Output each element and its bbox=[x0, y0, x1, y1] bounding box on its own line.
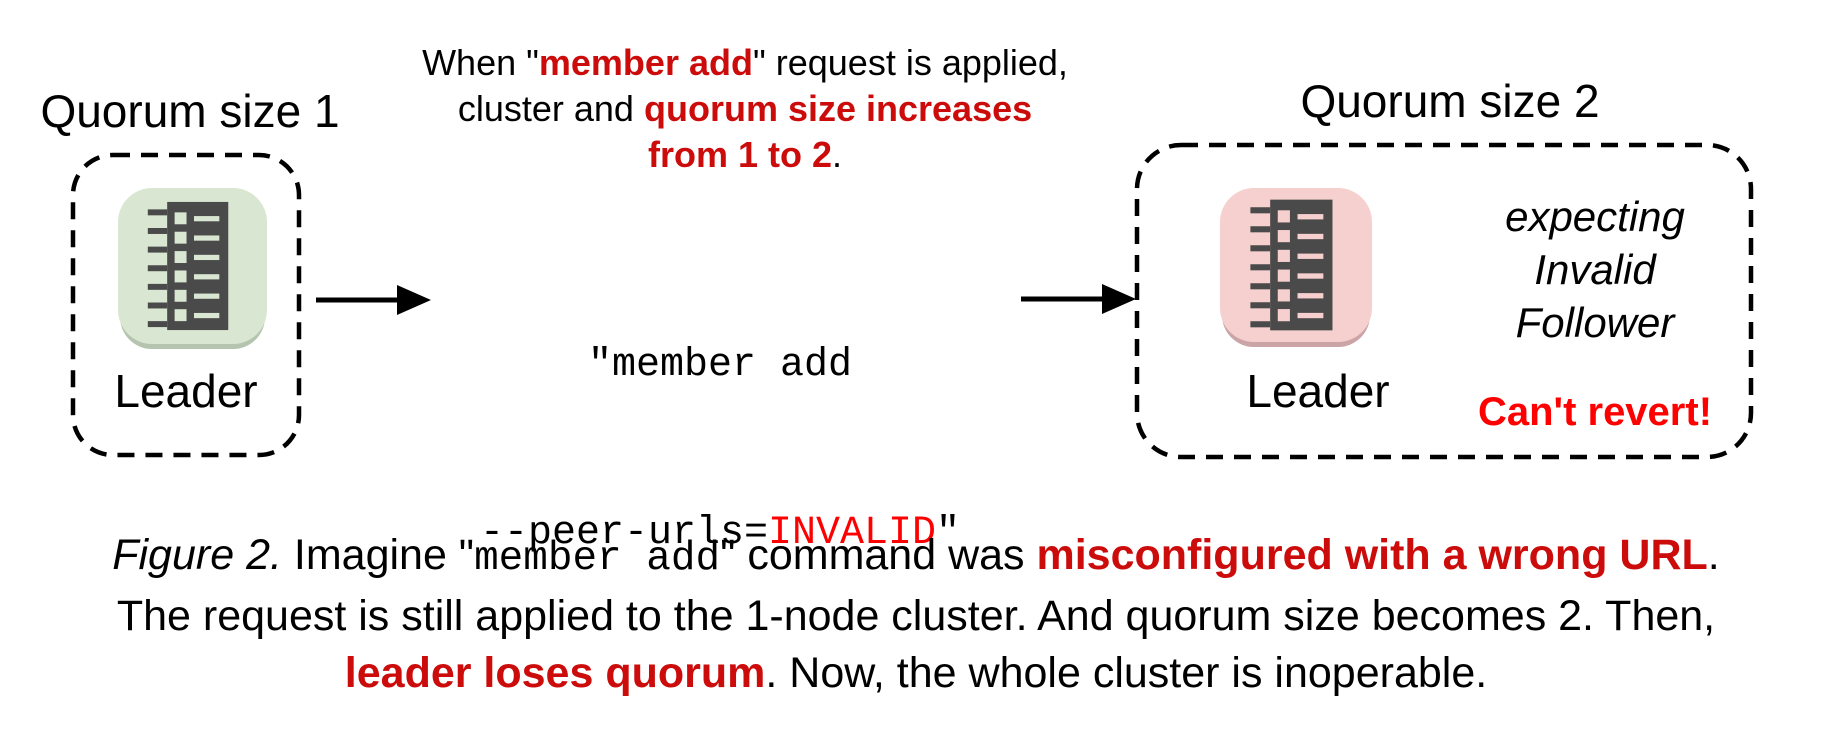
annotation-text: " request is applied, bbox=[752, 42, 1068, 83]
annotation-highlight: from 1 to 2 bbox=[647, 134, 832, 175]
right-leader-label: Leader bbox=[1246, 365, 1390, 417]
command-invalid-value: INVALID bbox=[768, 511, 937, 556]
server-icon bbox=[147, 201, 229, 331]
annotation-highlight: quorum size increases bbox=[643, 88, 1033, 129]
command-text: " bbox=[936, 511, 961, 556]
caption-line-3: leader loses quorum. Now, the whole clus… bbox=[0, 645, 1832, 702]
caption-line-2: The request is still applied to the 1-no… bbox=[0, 588, 1832, 645]
expecting-follower-note: expecting Invalid Follower bbox=[1440, 190, 1750, 349]
left-leader-label: Leader bbox=[114, 365, 258, 417]
note-line-3: Follower bbox=[1515, 299, 1675, 346]
left-cluster-dashed-box bbox=[70, 152, 302, 458]
annotation-text: cluster and bbox=[457, 88, 644, 129]
command-flag: --peer-urls= bbox=[479, 511, 768, 556]
annotation-text: When " bbox=[422, 42, 539, 83]
caption-highlight: leader loses quorum bbox=[344, 649, 766, 697]
annotation-line-1: When "member add" request is applied, bbox=[420, 40, 1070, 86]
server-icon bbox=[1250, 199, 1333, 331]
caption-text: . bbox=[1707, 531, 1720, 579]
note-line-1: expecting bbox=[1505, 193, 1685, 240]
command-line-2: --peer-urls=INVALID" bbox=[400, 506, 1040, 562]
command-text: "member add bbox=[587, 343, 853, 388]
figure-caption: Figure 2. Imagine "member add" command w… bbox=[0, 527, 1832, 702]
cant-revert-warning: Can't revert! bbox=[1477, 390, 1713, 434]
annotation-highlight: member add bbox=[538, 42, 753, 83]
leader-node-pink bbox=[1220, 188, 1372, 342]
right-arrow-icon bbox=[1021, 284, 1136, 314]
caption-line-1: Figure 2. Imagine "member add" command w… bbox=[0, 527, 1832, 588]
annotation-line-3: from 1 to 2. bbox=[420, 132, 1070, 178]
caption-text: . Now, the whole cluster is inoperable. bbox=[765, 649, 1488, 697]
caption-text: The request is still applied to the 1-no… bbox=[116, 592, 1716, 640]
caption-code: member add bbox=[474, 536, 721, 582]
caption-highlight: misconfigured with a wrong URL bbox=[1036, 531, 1708, 579]
caption-text: Imagine " bbox=[281, 531, 475, 579]
member-add-command: "member add --peer-urls=INVALID" bbox=[400, 226, 1040, 674]
note-line-2: Invalid bbox=[1534, 246, 1656, 293]
caption-text: " command was bbox=[720, 531, 1037, 579]
figure-label: Figure 2. bbox=[112, 531, 282, 579]
annotation-text: . bbox=[832, 134, 843, 175]
command-line-1: "member add bbox=[400, 338, 1040, 394]
annotation-line-2: cluster and quorum size increases bbox=[420, 86, 1070, 132]
left-cluster-title: Quorum size 1 bbox=[40, 85, 340, 137]
right-cluster-title: Quorum size 2 bbox=[1300, 75, 1600, 127]
right-arrow-icon bbox=[316, 285, 431, 315]
leader-node-green bbox=[118, 188, 267, 344]
right-cluster-dashed-box bbox=[1134, 142, 1754, 460]
member-add-annotation: When "member add" request is applied, cl… bbox=[420, 40, 1070, 178]
